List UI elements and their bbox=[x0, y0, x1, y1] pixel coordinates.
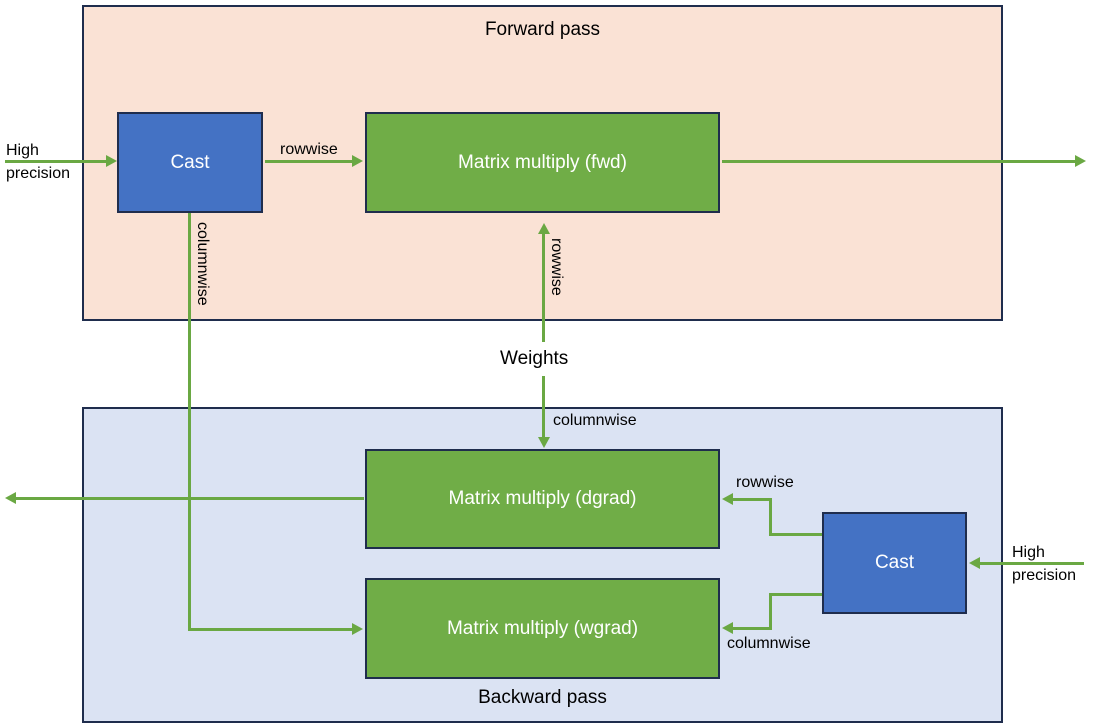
edge-matmul-dgrad-output bbox=[16, 497, 364, 500]
edge-matmul-fwd-output bbox=[722, 160, 1077, 163]
edge-cast-fwd-columnwise-horizontal bbox=[188, 628, 354, 631]
label-input-high-precision: High precision bbox=[6, 139, 70, 185]
arrowhead-cast-fwd-to-matmul-fwd bbox=[352, 155, 363, 167]
edge-cast-bwd-rowwise-seg2 bbox=[769, 498, 772, 536]
arrowhead-input-to-cast-bwd bbox=[969, 557, 980, 569]
label-input-high-precision-backward-line1: High bbox=[1012, 544, 1045, 561]
forward-pass-title: Forward pass bbox=[484, 19, 601, 40]
node-matmul-wgrad[interactable]: Matrix multiply (wgrad) bbox=[365, 578, 720, 679]
edge-input-to-cast-bwd bbox=[980, 562, 1084, 565]
edge-cast-bwd-columnwise-seg3 bbox=[733, 627, 772, 630]
node-matmul-fwd[interactable]: Matrix multiply (fwd) bbox=[365, 112, 720, 213]
label-input-high-precision-backward-line2: precision bbox=[1012, 567, 1077, 585]
node-cast-backward[interactable]: Cast bbox=[822, 512, 967, 614]
label-columnwise-cast-fwd: columnwise bbox=[194, 222, 211, 306]
node-matmul-fwd-label: Matrix multiply (fwd) bbox=[458, 151, 627, 173]
node-matmul-wgrad-label: Matrix multiply (wgrad) bbox=[446, 617, 639, 639]
edge-cast-bwd-columnwise-seg1 bbox=[769, 593, 825, 596]
label-columnwise-weights: columnwise bbox=[553, 412, 637, 429]
label-input-high-precision-backward: High precision bbox=[1012, 541, 1076, 587]
arrowhead-cast-bwd-columnwise-to-wgrad bbox=[722, 622, 733, 634]
label-weights: Weights bbox=[500, 348, 569, 369]
edge-cast-bwd-rowwise-seg1 bbox=[769, 533, 825, 536]
backward-pass-title: Backward pass bbox=[478, 687, 607, 709]
edge-weights-rowwise-vertical bbox=[542, 234, 545, 342]
label-input-high-precision-line2: precision bbox=[6, 165, 71, 183]
edge-cast-fwd-columnwise-vertical bbox=[188, 213, 191, 631]
arrowhead-cast-fwd-columnwise-to-wgrad bbox=[352, 623, 363, 635]
node-matmul-dgrad[interactable]: Matrix multiply (dgrad) bbox=[365, 449, 720, 549]
label-columnwise-cast-bwd: columnwise bbox=[727, 635, 811, 652]
arrowhead-matmul-dgrad-output bbox=[5, 492, 16, 504]
arrowhead-cast-bwd-rowwise-to-dgrad bbox=[722, 493, 733, 505]
node-cast-forward[interactable]: Cast bbox=[117, 112, 263, 213]
node-cast-backward-label: Cast bbox=[874, 552, 915, 573]
edge-cast-bwd-rowwise-seg3 bbox=[733, 498, 772, 501]
node-cast-forward-label: Cast bbox=[170, 151, 210, 173]
label-rowwise-cast-bwd: rowwise bbox=[736, 474, 794, 491]
node-matmul-dgrad-label: Matrix multiply (dgrad) bbox=[448, 488, 637, 509]
edge-input-to-cast-fwd bbox=[5, 160, 108, 163]
arrowhead-input-to-cast-fwd bbox=[106, 155, 117, 167]
arrowhead-weights-columnwise-to-dgrad bbox=[538, 437, 550, 448]
arrowhead-matmul-fwd-output bbox=[1075, 155, 1086, 167]
label-rowwise-cast-fwd: rowwise bbox=[280, 141, 338, 158]
arrowhead-weights-rowwise-to-matmul-fwd bbox=[538, 223, 550, 234]
edge-cast-bwd-columnwise-seg2 bbox=[769, 593, 772, 630]
label-rowwise-weights: rowwise bbox=[548, 238, 565, 296]
edge-cast-fwd-to-matmul-fwd bbox=[265, 160, 354, 163]
label-input-high-precision-line1: High bbox=[6, 142, 39, 159]
edge-weights-columnwise-vertical bbox=[542, 376, 545, 438]
